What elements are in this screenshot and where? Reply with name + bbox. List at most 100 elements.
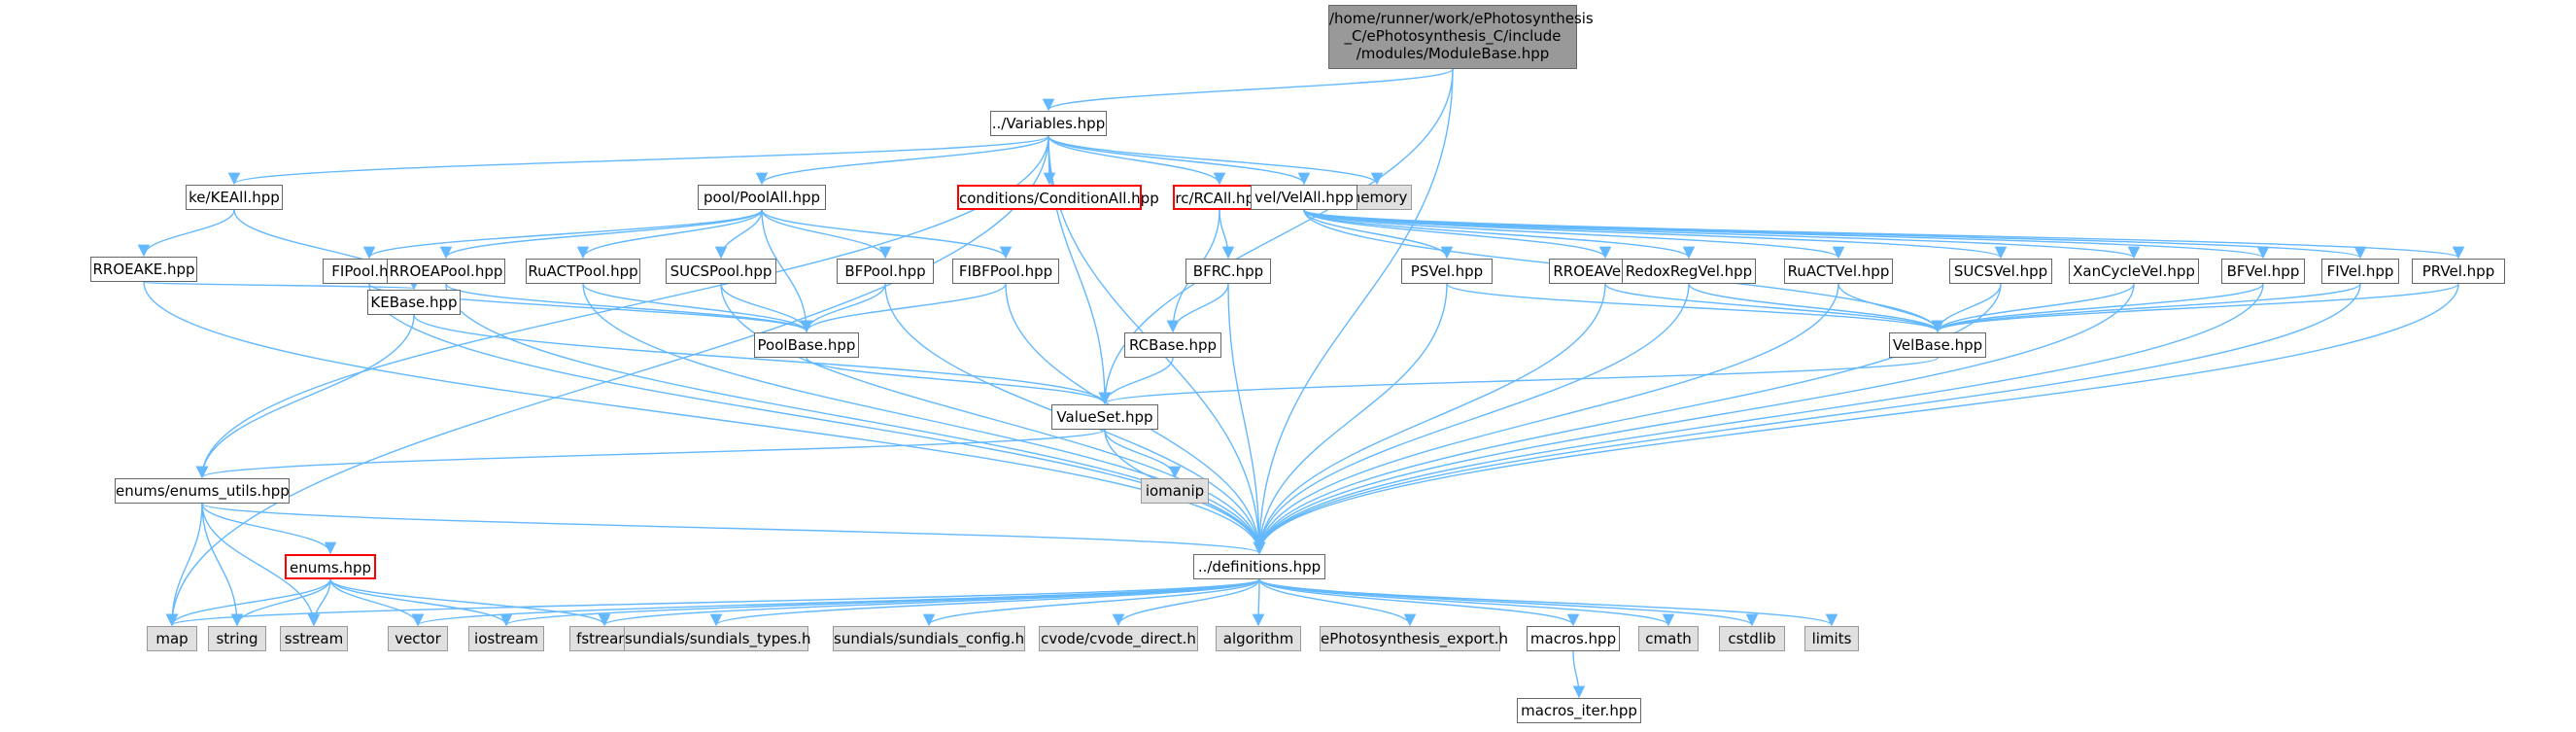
edge-prvel-to-velbase bbox=[1931, 283, 2459, 333]
node-iomanip: iomanip bbox=[1141, 478, 1209, 504]
edge-enumsutils-to-enums bbox=[201, 503, 337, 555]
edge-redoxregvel-to-definitions bbox=[1253, 283, 1690, 555]
edge-definitions-to-vector bbox=[412, 578, 1260, 627]
edge-xancyclevel-to-definitions bbox=[1253, 283, 2135, 555]
edge-poolall-to-poolbase bbox=[761, 209, 813, 333]
edge-valueset-to-iomanip bbox=[1104, 429, 1182, 479]
node-ruactvel[interactable]: RuACTVel.hpp bbox=[1784, 259, 1893, 284]
edge-velall-to-ruactvel bbox=[1303, 209, 1845, 260]
edge-bfvel-to-definitions bbox=[1253, 283, 2264, 555]
node-velall[interactable]: vel/VelAll.hpp bbox=[1251, 185, 1357, 210]
edge-definitions-to-fstream bbox=[599, 578, 1260, 627]
edge-redoxregvel-to-velbase bbox=[1688, 283, 1944, 333]
edge-variables-to-enumsutils bbox=[195, 135, 1049, 479]
node-macros-iter[interactable]: macros_iter.hpp bbox=[1517, 698, 1641, 723]
edge-definitions-to-export bbox=[1258, 578, 1417, 627]
edge-velall-to-rroeavel bbox=[1303, 209, 1612, 260]
node-macros[interactable]: macros.hpp bbox=[1527, 626, 1620, 651]
node-variables[interactable]: ../Variables.hpp bbox=[990, 111, 1107, 136]
node-sundials-types: sundials/sundials_types.h bbox=[624, 626, 811, 651]
edge-poolall-to-sucspool bbox=[714, 209, 763, 260]
node-fibfpool[interactable]: FIBFPool.hpp bbox=[952, 259, 1059, 284]
edge-poolbase-to-valueset bbox=[806, 357, 1112, 405]
edge-poolall-to-rroeapool bbox=[439, 209, 763, 260]
edge-root-to-definitions bbox=[1253, 68, 1454, 555]
edge-psvel-to-definitions bbox=[1253, 283, 1448, 555]
node-sucsvel[interactable]: SUCSVel.hpp bbox=[1949, 259, 2052, 284]
edge-variables-to-valueset bbox=[1048, 135, 1112, 405]
edge-layer bbox=[137, 68, 2464, 699]
node-rroeapool[interactable]: RROEAPool.hpp bbox=[387, 259, 505, 284]
edge-rroeapool-to-poolbase bbox=[445, 283, 813, 333]
edge-ruactvel-to-definitions bbox=[1253, 283, 1839, 555]
node-rroeake[interactable]: RROEAKE.hpp bbox=[90, 257, 197, 282]
node-velbase[interactable]: VelBase.hpp bbox=[1889, 332, 1986, 358]
edge-sucsvel-to-definitions bbox=[1253, 283, 2002, 555]
edge-prvel-to-definitions bbox=[1253, 283, 2459, 555]
edge-keall-to-rroeake bbox=[137, 209, 235, 258]
node-iostream: iostream bbox=[468, 626, 544, 651]
edge-velall-to-sucsvel bbox=[1303, 209, 2007, 260]
edge-psvel-to-velbase bbox=[1446, 283, 1944, 333]
node-xancyclevel[interactable]: XanCycleVel.hpp bbox=[2069, 259, 2199, 284]
edge-poolall-to-fipool bbox=[362, 209, 763, 260]
node-enums-utils[interactable]: enums/enums_utils.hpp bbox=[115, 478, 290, 504]
edge-enumsutils-to-string bbox=[201, 503, 244, 627]
node-prvel[interactable]: PRVel.hpp bbox=[2412, 259, 2505, 284]
node-map: map bbox=[147, 626, 197, 651]
node-ruactpool[interactable]: RuACTPool.hpp bbox=[526, 259, 640, 284]
edge-fipool-to-definitions bbox=[368, 283, 1266, 555]
edge-macros-to-macrositer bbox=[1572, 650, 1586, 699]
node-psvel[interactable]: PSVel.hpp bbox=[1401, 259, 1493, 284]
node-valueset[interactable]: ValueSet.hpp bbox=[1051, 404, 1158, 430]
edge-velbase-to-valueset bbox=[1099, 357, 1939, 405]
edge-velall-to-psvel bbox=[1303, 209, 1454, 260]
edge-definitions-to-sundtypes bbox=[710, 578, 1260, 627]
edge-rcall-to-bfrc bbox=[1219, 209, 1235, 260]
node-poolall[interactable]: pool/PoolAll.hpp bbox=[698, 185, 826, 210]
edge-definitions-to-limits bbox=[1258, 578, 1838, 627]
node-definitions[interactable]: ../definitions.hpp bbox=[1193, 554, 1325, 579]
node-sstream: sstream bbox=[280, 626, 348, 651]
edge-enums-to-map bbox=[165, 578, 331, 627]
edge-variables-to-velall bbox=[1048, 135, 1311, 186]
node-bfpool[interactable]: BFPool.hpp bbox=[837, 259, 934, 284]
node-bfvel[interactable]: BFVel.hpp bbox=[2221, 259, 2305, 284]
node-sucspool[interactable]: SUCSPool.hpp bbox=[666, 259, 776, 284]
edge-fibfpool-to-poolbase bbox=[800, 283, 1007, 333]
node-kebase[interactable]: KEBase.hpp bbox=[367, 290, 461, 315]
edge-definitions-to-sundconfig bbox=[922, 578, 1260, 627]
edge-poolall-to-ruactpool bbox=[576, 209, 763, 260]
edge-velall-to-fivel bbox=[1303, 209, 2366, 260]
node-conditionall[interactable]: conditions/ConditionAll.hpp bbox=[957, 185, 1159, 210]
edge-enumsutils-to-map bbox=[165, 503, 203, 627]
edge-bfrc-to-rcbase bbox=[1166, 283, 1229, 333]
node-rcbase[interactable]: RCBase.hpp bbox=[1124, 332, 1221, 358]
node-enums[interactable]: enums.hpp bbox=[285, 554, 376, 579]
edge-fivel-to-velbase bbox=[1931, 283, 2361, 333]
edge-variables-to-keall bbox=[228, 135, 1049, 186]
node-root-modulebase: /home/runner/work/ePhotosynthesis _C/ePh… bbox=[1328, 5, 1594, 69]
node-limits: limits bbox=[1804, 626, 1859, 651]
edge-definitions-to-map bbox=[166, 578, 1260, 627]
node-keall[interactable]: ke/KEAll.hpp bbox=[186, 185, 283, 210]
edge-enums-to-string bbox=[230, 578, 331, 627]
edge-velall-to-xancyclevel bbox=[1303, 209, 2140, 260]
edge-definitions-to-macros bbox=[1258, 578, 1580, 627]
edge-sucspool-to-definitions bbox=[720, 283, 1266, 555]
edge-poolall-to-bfpool bbox=[761, 209, 892, 260]
root-label-line-2: _C/ePhotosynthesis_C/include bbox=[1344, 27, 1562, 45]
node-bfrc[interactable]: BFRC.hpp bbox=[1185, 259, 1271, 284]
edge-ruactpool-to-definitions bbox=[582, 283, 1266, 555]
edge-variables-to-rcall bbox=[1048, 135, 1226, 186]
edge-enumsutils-to-sstream bbox=[201, 503, 321, 627]
node-redoxregvel[interactable]: RedoxRegVel.hpp bbox=[1622, 259, 1756, 284]
edge-definitions-to-cvode bbox=[1112, 578, 1260, 627]
node-poolbase[interactable]: PoolBase.hpp bbox=[754, 332, 859, 358]
edge-bfrc-to-definitions bbox=[1227, 283, 1266, 555]
edge-root-to-variables bbox=[1042, 68, 1454, 112]
edge-kebase-to-enumsutils bbox=[195, 314, 415, 479]
node-fivel[interactable]: FIVel.hpp bbox=[2321, 259, 2399, 284]
node-ephotosynthesis-export: ePhotosynthesis_export.h bbox=[1320, 626, 1508, 651]
